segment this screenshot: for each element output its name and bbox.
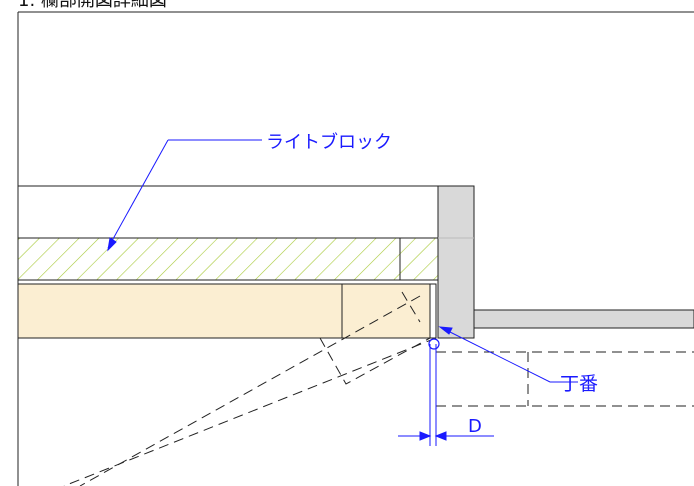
top-panel [17, 185, 439, 239]
door-edge-block [341, 283, 431, 339]
hinge-label: 丁番 [560, 373, 598, 395]
light-block-band [17, 237, 439, 281]
dimension-d-label: D [468, 416, 482, 437]
door-swing-outline [63, 291, 437, 486]
side-frame [437, 185, 475, 339]
light-block-label: ライトブロック [266, 131, 392, 153]
dimension-d [398, 344, 494, 446]
door-edge-strip [429, 283, 437, 339]
hinge-clearance-outline [436, 351, 694, 407]
hinge-leader [438, 326, 578, 383]
light-block-leader [107, 139, 262, 252]
door-panel [17, 283, 343, 339]
drawing-header-title: 1. 欄部開図詳細図 [18, 0, 167, 11]
adjacent-shelf [473, 309, 694, 329]
